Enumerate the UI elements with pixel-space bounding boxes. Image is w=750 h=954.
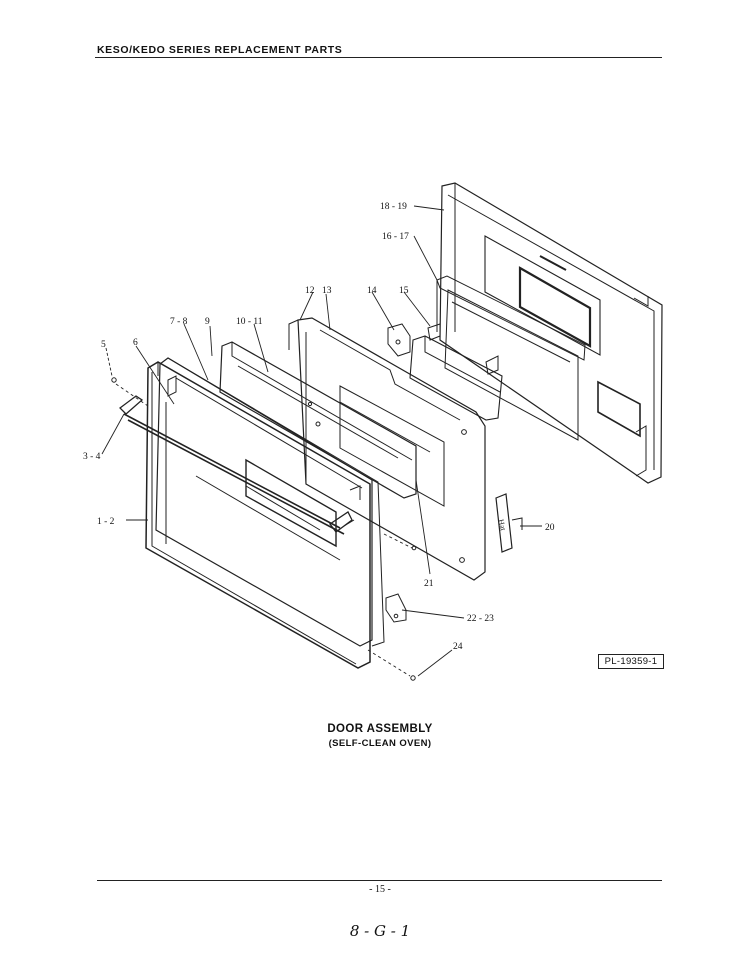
callout-16-17: 16 - 17 [382,232,409,242]
back-panel [439,182,663,484]
callout-5: 5 [101,340,106,350]
svg-text:Hat: Hat [496,518,508,532]
vent-baffle [387,323,503,421]
handwritten-note: 8 - G - 1 [349,922,411,940]
screws [111,377,417,681]
callout-3-4: 3 - 4 [83,452,101,462]
bracket-20: Hat [495,493,523,553]
diagram-caption-subtitle: (SELF-CLEAN OVEN) [328,738,432,749]
diagram-caption-title: DOOR ASSEMBLY [327,723,433,735]
inner-glass-frame [219,341,417,499]
callout-9: 9 [205,317,210,327]
callout-22-23: 22 - 23 [467,614,494,624]
header-rule [95,57,662,58]
callout-1-2: 1 - 2 [97,517,115,527]
document-header: KESO/KEDO SERIES REPLACEMENT PARTS [97,44,343,56]
hinge-bracket [385,593,407,623]
callout-10-11: 10 - 11 [236,317,263,327]
callout-13: 13 [322,286,332,296]
outer-glass-frame [155,357,385,647]
callout-7-8: 7 - 8 [170,317,188,327]
plate-id: PL-19359-1 [598,654,664,669]
door-handle [119,395,355,535]
callout-20: 20 [545,523,555,533]
callout-24: 24 [453,642,463,652]
callout-labels: 18 - 19 16 - 17 12 13 14 15 7 - 8 9 10 -… [83,202,555,652]
callout-21: 21 [424,579,434,589]
insulation-liner [436,275,586,441]
outer-door-panel [145,361,371,669]
callout-15: 15 [399,286,409,296]
callout-18-19: 18 - 19 [380,202,407,212]
leader-lines [101,205,542,677]
footer-rule [97,880,662,881]
inner-door-liner [288,317,486,581]
callout-6: 6 [133,338,138,348]
page-number: - 15 - [369,884,391,895]
callout-14: 14 [367,286,377,296]
callout-12: 12 [305,286,315,296]
